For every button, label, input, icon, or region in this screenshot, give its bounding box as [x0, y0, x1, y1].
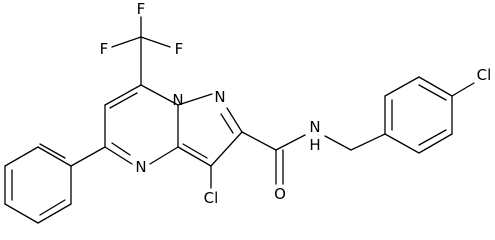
bond-ph-1-inner: [39, 143, 66, 159]
structure-drawing: F F F N N N Cl O N H Cl: [4, 0, 492, 224]
atom-oxygen-amide: O: [274, 185, 286, 203]
atom-nitrogen-pyrazole: N: [214, 88, 225, 106]
atom-fluorine-right: F: [175, 40, 184, 58]
bond-n2-c2-inner: [220, 113, 234, 134]
molecule-structure-diagram: F F F N N N Cl O N H Cl: [4, 0, 492, 224]
bond-aryl-5-inner: [418, 129, 447, 146]
bond-aryl-5: [418, 133, 453, 154]
atom-chlorine-core: Cl: [204, 189, 219, 207]
bond-c-f-right: [140, 36, 171, 48]
atom-fluorine-left: F: [100, 40, 109, 58]
bond-ph-5: [37, 203, 72, 224]
bond-n4-c3a: [149, 146, 179, 165]
bond-c3-c3a-inner: [182, 143, 208, 159]
bond-ph-5-inner: [39, 199, 66, 216]
atom-hydrogen-amide: H: [309, 136, 320, 154]
bond-c5-n4: [104, 146, 133, 165]
bond-c3-c3a: [177, 146, 212, 167]
bond-c2-c3: [210, 131, 243, 167]
atom-fluorine-top: F: [137, 0, 146, 18]
atom-label-layer: F F F N N N Cl O N H Cl: [100, 0, 492, 207]
atom-nitrogen-amide: N: [309, 118, 320, 136]
bond-camide-n: [275, 134, 306, 151]
bond-aryl-6: [384, 133, 420, 154]
bond-ph-1: [37, 146, 72, 167]
bond-c2-camide: [241, 131, 277, 151]
bond-c7-c6: [104, 84, 142, 106]
bond-n2-c2: [226, 107, 243, 133]
bond-ph-4: [4, 203, 39, 224]
bond-ph-2: [4, 146, 39, 167]
bond-c7-n-bridge: [140, 84, 179, 106]
atom-nitrogen-bridgehead: N: [172, 91, 183, 109]
bond-aryl-3: [418, 76, 453, 97]
bond-n-ch2: [324, 135, 352, 151]
bond-aryl-3-inner: [418, 84, 447, 101]
bond-ch2-aryl: [350, 133, 386, 151]
bond-c5-phenyl: [70, 146, 106, 167]
atom-chlorine-aryl: Cl: [477, 66, 492, 84]
bond-aryl-cl: [451, 82, 475, 97]
bond-c7-c6-inner: [109, 92, 138, 109]
bond-n-bridge-n2: [177, 93, 213, 106]
bond-c5-n4-inner: [111, 142, 131, 156]
bond-layer: [4, 16, 475, 224]
bond-c-f-left: [111, 36, 142, 48]
bond-aryl-2: [384, 76, 420, 97]
atom-nitrogen-pyrimidine: N: [135, 158, 146, 176]
